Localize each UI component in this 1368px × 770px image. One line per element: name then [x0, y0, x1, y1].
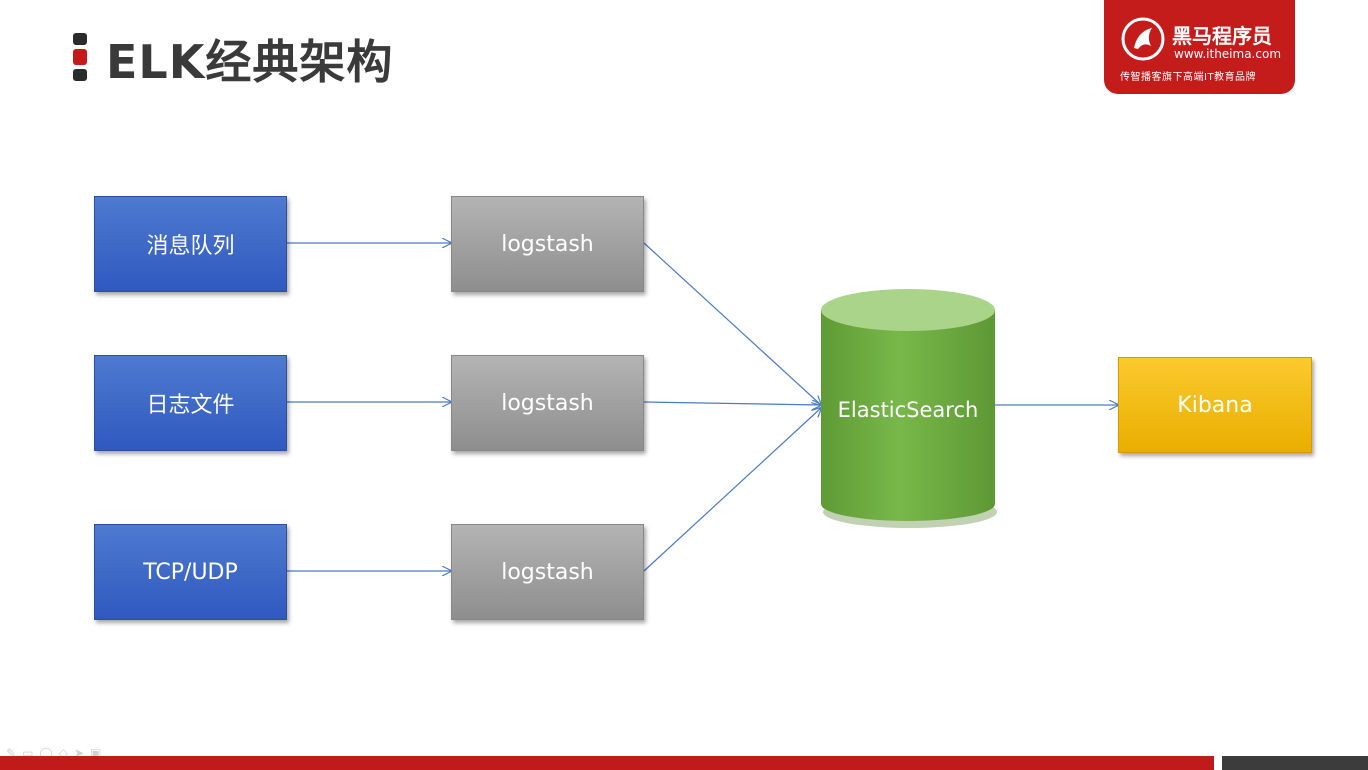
source-label: 日志文件: [146, 393, 235, 418]
page-title: ELK经典架构: [106, 35, 394, 89]
pointer-icon[interactable]: ➤: [74, 746, 91, 760]
source-label: 消息队列: [146, 234, 235, 259]
logo-slogan: 传智播客旗下高端IT教育品牌: [1120, 72, 1257, 83]
logstash-node-3: logstash: [451, 524, 644, 620]
elasticsearch-cylinder: [821, 289, 997, 528]
source-tcp-udp: TCP/UDP: [94, 524, 287, 620]
eraser-icon[interactable]: ▭: [22, 746, 40, 760]
elasticsearch-label: ElasticSearch: [837, 398, 979, 422]
arrow-logstash3-to-es: [643, 408, 821, 572]
logstash-label: logstash: [501, 559, 594, 585]
logstash-node-1: logstash: [451, 196, 644, 292]
logstash-label: logstash: [501, 231, 594, 257]
logstash-label: logstash: [501, 390, 594, 416]
logo-brand-name: 黑马程序员: [1172, 24, 1272, 48]
source-label: TCP/UDP: [143, 559, 238, 585]
highlighter-icon[interactable]: ◇: [58, 746, 75, 760]
logstash-node-2: logstash: [451, 355, 644, 451]
footer-red-bar: [0, 756, 1214, 770]
title-accent-icon: [73, 33, 88, 81]
logo-url: www.itheima.com: [1174, 47, 1282, 61]
footer-dark-bar: [1222, 756, 1368, 770]
arrow-logstash2-to-es: [643, 402, 821, 405]
slide-icon[interactable]: ▣: [90, 746, 108, 760]
brand-logo: 黑马程序员 www.itheima.com 传智播客旗下高端IT教育品牌: [1104, 0, 1295, 94]
source-message-queue: 消息队列: [94, 196, 287, 292]
source-log-files: 日志文件: [94, 355, 287, 451]
pen-icon[interactable]: ✎: [6, 746, 23, 760]
horse-logo-icon: [1121, 17, 1165, 61]
kibana-label: Kibana: [1177, 392, 1253, 418]
kibana-node: Kibana: [1118, 357, 1312, 453]
arrow-logstash1-to-es: [643, 242, 821, 405]
